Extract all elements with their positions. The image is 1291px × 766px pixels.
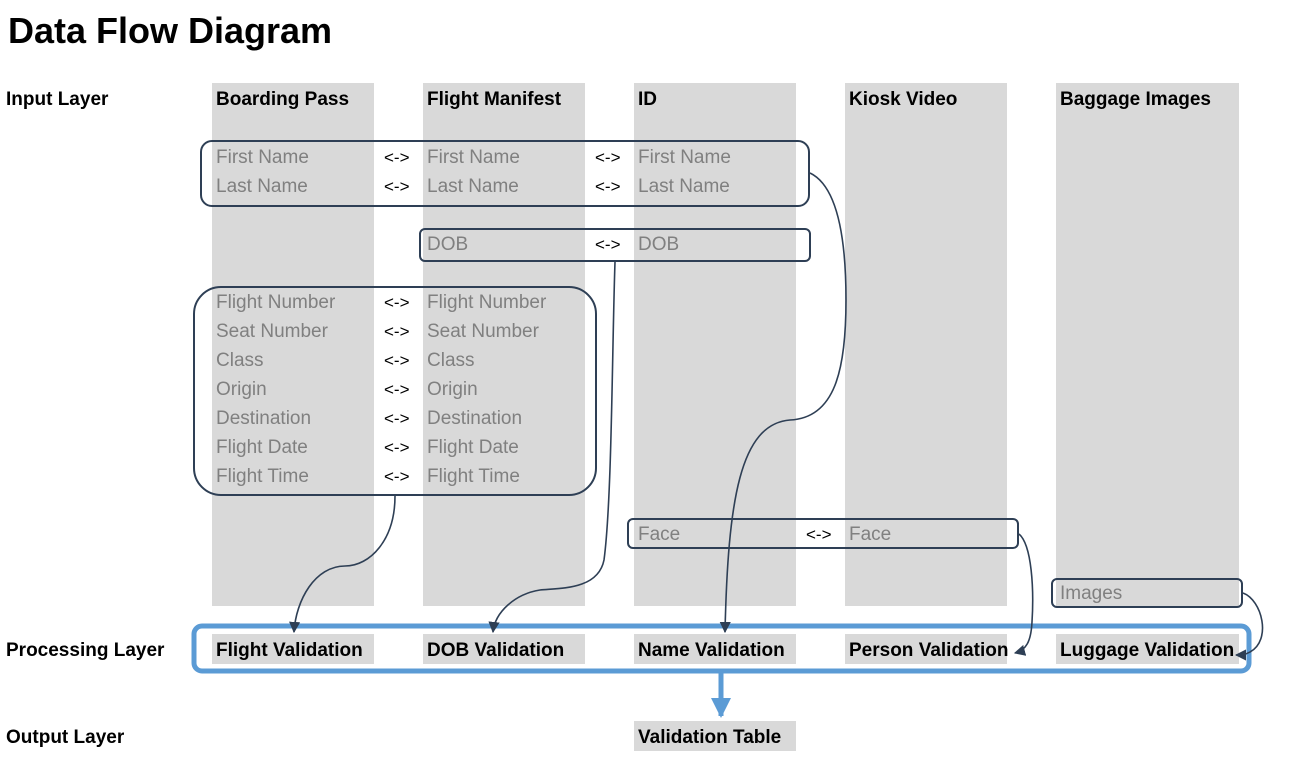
field-images: Images: [1060, 583, 1123, 604]
name-fields-group: [200, 140, 810, 207]
bidirectional-arrow: <->: [384, 380, 410, 399]
page-title: Data Flow Diagram: [8, 10, 333, 51]
field-flight-number: Flight Number: [216, 292, 336, 313]
bidirectional-arrow: <->: [806, 525, 832, 544]
dob-validation-label: DOB Validation: [427, 640, 565, 661]
input-layer-label: Input Layer: [6, 89, 109, 110]
flight-manifest-column: [423, 83, 585, 606]
field-face: Face: [849, 524, 892, 545]
field-flight-date: Flight Date: [427, 437, 519, 458]
field-last-name: Last Name: [216, 176, 308, 197]
field-flight-time: Flight Time: [427, 466, 520, 487]
source-header-kiosk-video: Kiosk Video: [849, 89, 958, 110]
flight-to-validation-connector: [289, 495, 396, 634]
flight-validation-box: [212, 634, 374, 664]
bidirectional-arrow: <->: [384, 177, 410, 196]
images-to-validation-connector: [1234, 592, 1264, 661]
field-first-name: First Name: [427, 147, 520, 168]
name-validation-box: [634, 634, 796, 664]
dob-fields-group: [419, 228, 811, 262]
field-flight-number: Flight Number: [427, 292, 547, 313]
face-to-validation-connector: [1013, 533, 1034, 656]
source-header-flight-manifest: Flight Manifest: [427, 89, 562, 110]
field-class: Class: [427, 350, 475, 371]
source-header-baggage-images: Baggage Images: [1060, 89, 1211, 110]
baggage-images-column: [1056, 83, 1239, 606]
boarding-pass-column: [212, 83, 374, 606]
name-to-validation-connector: [719, 172, 847, 634]
bidirectional-arrow: <->: [384, 409, 410, 428]
validation-table-box: [634, 721, 796, 751]
source-header-boarding-pass: Boarding Pass: [216, 89, 350, 110]
field-face: Face: [638, 524, 681, 545]
field-first-name: First Name: [216, 147, 309, 168]
field-flight-time: Flight Time: [216, 466, 309, 487]
processing-layer-frame: [191, 623, 1252, 674]
bidirectional-arrow: <->: [595, 177, 621, 196]
person-validation-box: [845, 634, 1007, 664]
bidirectional-arrow: <->: [384, 438, 410, 457]
field-last-name: Last Name: [638, 176, 730, 197]
field-origin: Origin: [216, 379, 267, 400]
luggage-validation-box: [1056, 634, 1239, 664]
face-fields-group: [627, 518, 1019, 549]
field-last-name: Last Name: [427, 176, 519, 197]
field-destination: Destination: [427, 408, 523, 429]
name-validation-label: Name Validation: [638, 640, 785, 661]
field-first-name: First Name: [638, 147, 731, 168]
person-validation-label: Person Validation: [849, 640, 1009, 661]
validation-table-label: Validation Table: [638, 727, 782, 748]
bidirectional-arrow: <->: [384, 148, 410, 167]
field-destination: Destination: [216, 408, 312, 429]
field-class: Class: [216, 350, 264, 371]
processing-layer-label: Processing Layer: [6, 640, 165, 661]
bidirectional-arrow: <->: [384, 351, 410, 370]
field-flight-date: Flight Date: [216, 437, 308, 458]
bidirectional-arrow: <->: [595, 148, 621, 167]
bidirectional-arrow: <->: [384, 467, 410, 486]
flight-fields-group: [193, 286, 597, 496]
bidirectional-arrow: <->: [384, 293, 410, 312]
dob-to-validation-connector: [488, 261, 616, 634]
images-fields-group: [1051, 578, 1243, 608]
source-header-id: ID: [638, 89, 657, 110]
bidirectional-arrow: <->: [384, 322, 410, 341]
output-layer-label: Output Layer: [6, 727, 125, 748]
dob-validation-box: [423, 634, 585, 664]
luggage-validation-label: Luggage Validation: [1060, 640, 1235, 661]
field-origin: Origin: [427, 379, 478, 400]
field-dob: DOB: [638, 234, 680, 255]
field-seat-number: Seat Number: [427, 321, 539, 342]
bidirectional-arrow: <->: [595, 235, 621, 254]
field-dob: DOB: [427, 234, 469, 255]
field-seat-number: Seat Number: [216, 321, 328, 342]
flight-validation-label: Flight Validation: [216, 640, 363, 661]
